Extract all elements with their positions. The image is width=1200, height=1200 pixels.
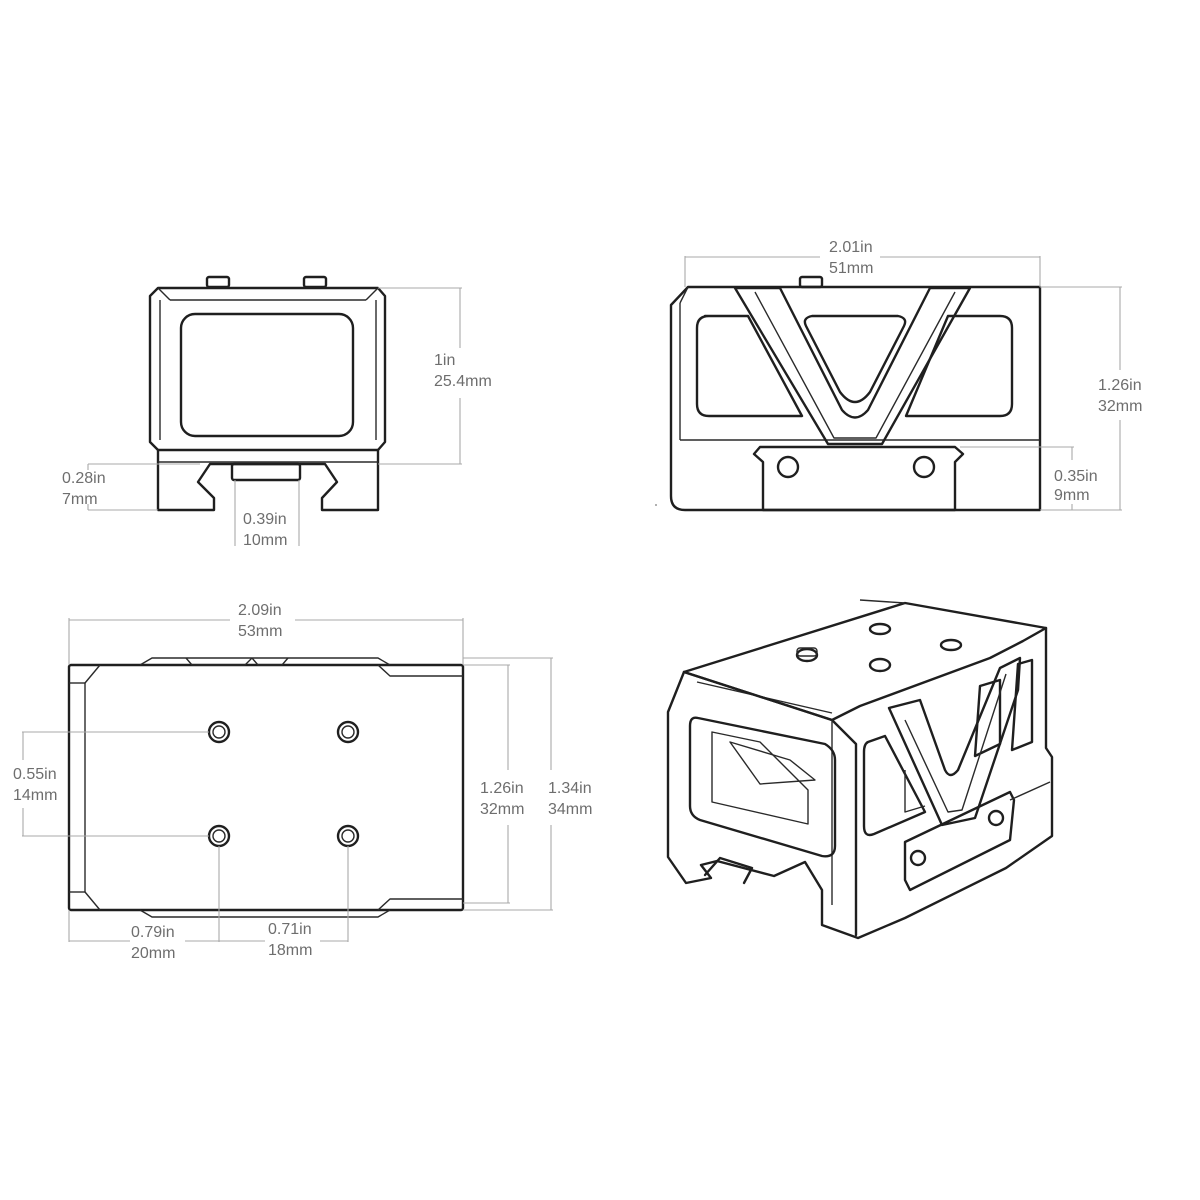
top-view-dimensions: 2.09in 53mm 0.55in 14mm 1.26in 32mm 1.34…: [13, 602, 592, 962]
front-view: 1in 25.4mm 0.28in 7mm 0.39in 10mm: [62, 275, 492, 549]
side-view-dimensions: 2.01in 51mm 1.26in 32mm 0.35in 9mm: [684, 239, 1142, 511]
side-height-inch: 1.26in: [1098, 377, 1142, 394]
top-width-inner-mm: 32mm: [480, 801, 524, 818]
top-hole-offset-mm: 20mm: [131, 945, 175, 962]
top-length-mm: 53mm: [238, 623, 282, 640]
top-hole-x-inch: 0.71in: [268, 921, 312, 938]
front-rail-mm: 7mm: [62, 491, 98, 508]
front-lug-mm: 10mm: [243, 532, 287, 549]
top-length-inch: 2.09in: [238, 602, 282, 619]
side-view: 2.01in 51mm 1.26in 32mm 0.35in 9mm: [669, 239, 1142, 512]
top-width-outer-inch: 1.34in: [548, 780, 592, 797]
side-length-mm: 51mm: [829, 260, 873, 277]
top-width-outer-mm: 34mm: [548, 801, 592, 818]
front-lug-inch: 0.39in: [243, 511, 287, 528]
top-hole-x-mm: 18mm: [268, 942, 312, 959]
front-view-dimensions: 1in 25.4mm 0.28in 7mm 0.39in 10mm: [62, 287, 492, 549]
front-height-mm: 25.4mm: [434, 373, 492, 390]
top-hole-y-inch: 0.55in: [13, 766, 57, 783]
side-length-inch: 2.01in: [829, 239, 873, 256]
front-height-inch: 1in: [434, 352, 455, 369]
top-hole-offset-inch: 0.79in: [131, 924, 175, 941]
top-view-outline: [67, 657, 465, 918]
side-height-mm: 32mm: [1098, 398, 1142, 415]
top-hole-y-mm: 14mm: [13, 787, 57, 804]
front-rail-inch: 0.28in: [62, 470, 106, 487]
side-clamp-mm: 9mm: [1054, 487, 1090, 504]
top-view: 2.09in 53mm 0.55in 14mm 1.26in 32mm 1.34…: [13, 602, 592, 962]
front-view-outline: [148, 275, 387, 512]
side-clamp-inch: 0.35in: [1054, 468, 1098, 485]
side-view-outline: [669, 275, 1042, 512]
stray-dot: [655, 504, 657, 506]
top-width-inner-inch: 1.26in: [480, 780, 524, 797]
isometric-view: [666, 599, 1054, 940]
